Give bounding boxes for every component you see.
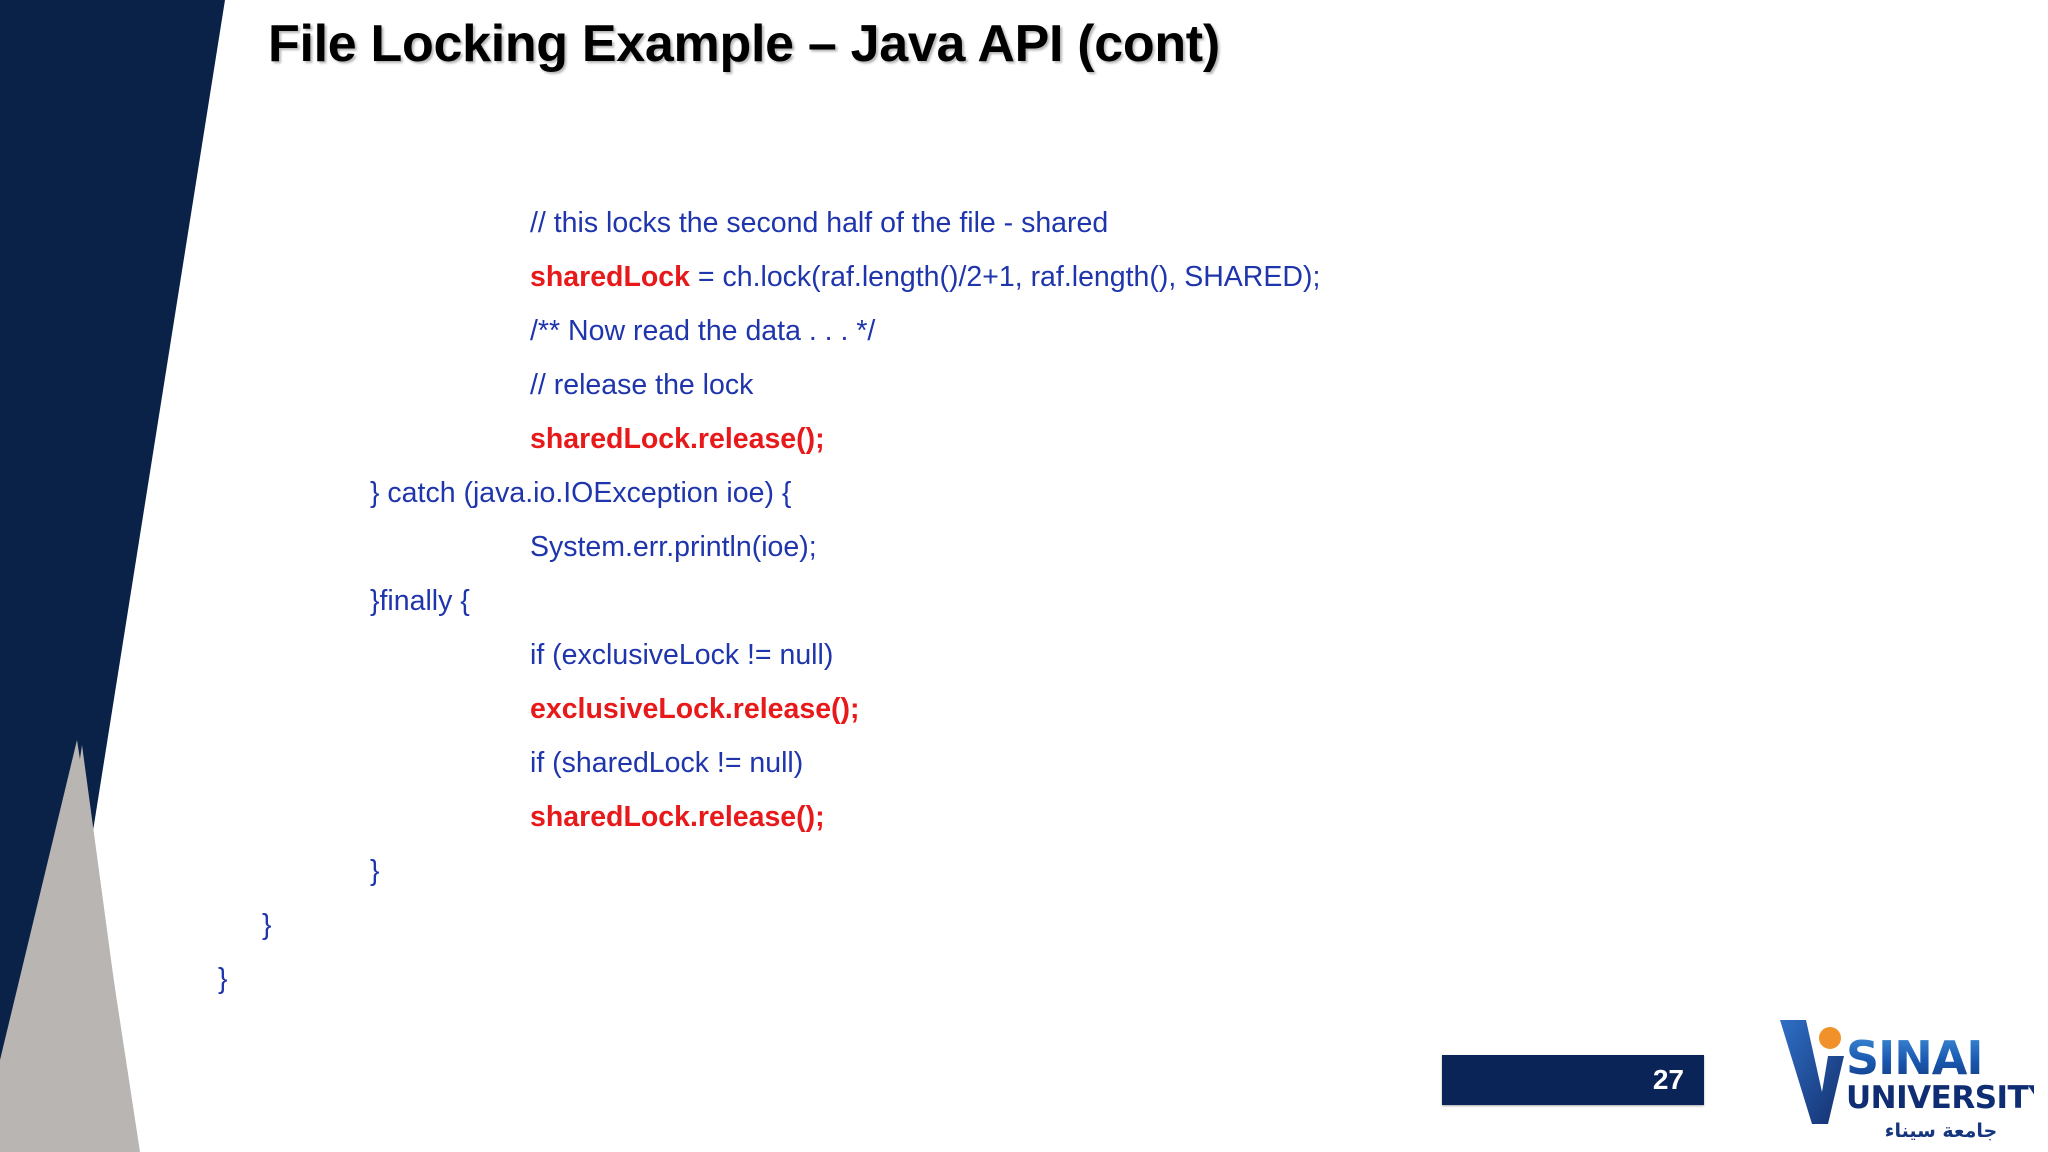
code-text: } catch (java.io.IOException ioe) { — [370, 477, 792, 509]
code-line: if (sharedLock != null) — [0, 736, 1500, 790]
code-line: /** Now read the data . . . */ — [0, 304, 1500, 358]
logo-orange-dot — [1819, 1027, 1841, 1049]
code-line: } — [0, 898, 1500, 952]
code-line: System.err.println(ioe); — [0, 520, 1500, 574]
logo-sinai-text: SINAI — [1846, 1031, 1982, 1085]
logo-arabic-text: جامعة سيناء — [1884, 1120, 1998, 1142]
code-text: } — [218, 963, 228, 995]
sinai-university-logo: SINAI UNIVERSITY جامعة سيناء — [1772, 1016, 2034, 1152]
code-text: // release the lock — [530, 369, 754, 401]
code-line: }finally { — [0, 574, 1500, 628]
code-highlight: sharedLock.release(); — [530, 801, 825, 833]
code-text: // this locks the second half of the fil… — [530, 207, 1109, 239]
code-text: System.err.println(ioe); — [530, 531, 817, 563]
code-line: sharedLock.release(); — [0, 412, 1500, 466]
page-number: 27 — [1652, 1064, 1684, 1095]
code-line: // release the lock — [0, 358, 1500, 412]
code-text: if (exclusiveLock != null) — [530, 639, 834, 671]
logo-university-text: UNIVERSITY — [1846, 1080, 2034, 1116]
code-line: exclusiveLock.release(); — [0, 682, 1500, 736]
logo-graphic: SINAI UNIVERSITY — [1780, 1020, 2034, 1124]
code-text: = ch.lock(raf.length()/2+1, raf.length()… — [689, 261, 1321, 293]
code-text: } — [370, 855, 380, 887]
page-number-badge: 27 — [1442, 1055, 1704, 1105]
code-line: } — [0, 952, 1500, 1006]
code-text: }finally { — [370, 585, 470, 617]
slide-title: File Locking Example – Java API (cont) — [268, 15, 1220, 73]
code-text: if (sharedLock != null) — [530, 747, 804, 779]
code-line: sharedLock = ch.lock(raf.length()/2+1, r… — [0, 250, 1500, 304]
code-line: // this locks the second half of the fil… — [0, 196, 1500, 250]
code-line: sharedLock.release(); — [0, 790, 1500, 844]
code-highlight: exclusiveLock.release(); — [530, 693, 860, 725]
code-keyword-highlight: sharedLock — [530, 261, 690, 293]
code-text: } — [262, 909, 272, 941]
code-text: /** Now read the data . . . */ — [530, 315, 876, 347]
code-block: // this locks the second half of the fil… — [0, 196, 1500, 1006]
code-line: } catch (java.io.IOException ioe) { — [0, 466, 1500, 520]
logo-v-mark — [1780, 1020, 1844, 1124]
code-highlight: sharedLock.release(); — [530, 423, 825, 455]
code-line: if (exclusiveLock != null) — [0, 628, 1500, 682]
code-line: } — [0, 844, 1500, 898]
